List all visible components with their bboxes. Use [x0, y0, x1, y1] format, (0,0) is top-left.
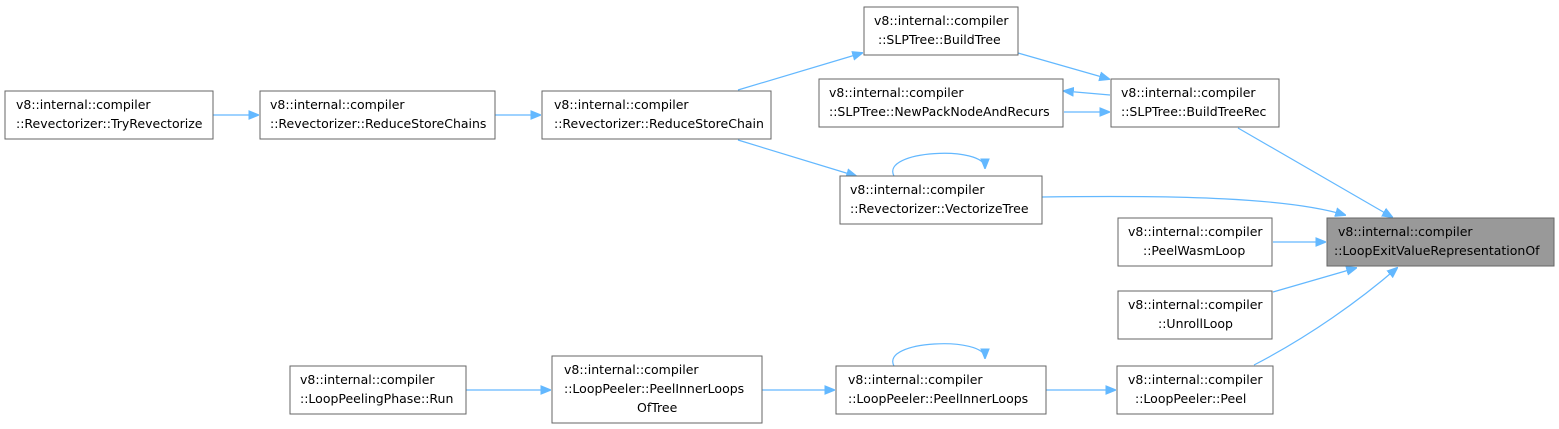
node-loop-exit-value-representation-of[interactable]: v8::internal::compiler ::LoopExitValueRe… [1326, 217, 1555, 267]
edge-buildtree-buildtreerec [1017, 52, 1109, 79]
node-label-line2: ::LoopPeeler::PeelInnerLoops [564, 381, 744, 396]
node-vectorize-tree[interactable]: v8::internal::compiler ::Revectorizer::V… [839, 175, 1043, 225]
node-label-line1: v8::internal::compiler [554, 97, 689, 112]
edges [213, 53, 1397, 390]
node-label-line1: v8::internal::compiler [270, 97, 405, 112]
node-label-line2: ::LoopExitValueRepresentationOf [1334, 243, 1540, 258]
node-label-line2: ::SLPTree::NewPackNodeAndRecurs [829, 104, 1050, 119]
node-label-line2: ::Revectorizer::ReduceStoreChain [554, 116, 764, 131]
node-label-line1: v8::internal::compiler [850, 182, 985, 197]
node-build-tree[interactable]: v8::internal::compiler ::SLPTree::BuildT… [863, 6, 1019, 56]
edge-reducestorechain-buildtree [737, 53, 862, 91]
node-loop-peeling-phase-run[interactable]: v8::internal::compiler ::LoopPeelingPhas… [289, 365, 467, 415]
node-label-line2: ::LoopPeeler::Peel [1135, 391, 1246, 406]
node-label-line1: v8::internal::compiler [1338, 224, 1473, 239]
node-label-line1: v8::internal::compiler [300, 372, 435, 387]
node-new-pack-node-and-recurs[interactable]: v8::internal::compiler ::SLPTree::NewPac… [818, 78, 1064, 128]
node-peel[interactable]: v8::internal::compiler ::LoopPeeler::Pee… [1116, 365, 1274, 415]
node-label-line1: v8::internal::compiler [564, 362, 699, 377]
edge-vectorizetree-self [892, 152, 985, 177]
node-label-line2: ::UnrollLoop [1158, 316, 1233, 331]
node-label-line1: v8::internal::compiler [1128, 297, 1263, 312]
node-label-line1: v8::internal::compiler [1121, 85, 1256, 100]
node-label-line2: ::PeelWasmLoop [1143, 243, 1245, 258]
node-label-line3: OfTree [637, 400, 678, 415]
edge-peelinnerloops-self [892, 343, 985, 367]
node-label-line1: v8::internal::compiler [1128, 372, 1263, 387]
node-reduce-store-chain[interactable]: v8::internal::compiler ::Revectorizer::R… [541, 90, 772, 140]
node-try-revectorize[interactable]: v8::internal::compiler ::Revectorizer::T… [4, 90, 214, 140]
node-label-line1: v8::internal::compiler [874, 13, 1009, 28]
edge-buildtreerec-loopexitvalue [1237, 127, 1392, 217]
node-label-line2: ::SLPTree::BuildTreeRec [1121, 104, 1267, 119]
node-label-line1: v8::internal::compiler [848, 372, 983, 387]
edge-vectorizetree-loopexitvalue [1041, 195, 1345, 215]
node-peel-inner-loops-of-tree[interactable]: v8::internal::compiler ::LoopPeeler::Pee… [551, 355, 763, 424]
edge-unrollloop-loopexitvalue [1272, 268, 1356, 293]
node-label-line1: v8::internal::compiler [16, 97, 151, 112]
node-label-line2: ::Revectorizer::TryRevectorize [16, 116, 203, 131]
edge-buildtreerec-newpacknode [1064, 91, 1111, 95]
node-unroll-loop[interactable]: v8::internal::compiler ::UnrollLoop [1117, 290, 1273, 340]
node-label-line1: v8::internal::compiler [1128, 224, 1263, 239]
node-label-line2: ::Revectorizer::ReduceStoreChains [270, 116, 486, 131]
node-label-line1: v8::internal::compiler [829, 85, 964, 100]
node-label-line2: ::Revectorizer::VectorizeTree [850, 201, 1029, 216]
node-label-line2: ::LoopPeelingPhase::Run [300, 391, 453, 406]
node-label-line2: ::LoopPeeler::PeelInnerLoops [848, 391, 1028, 406]
edge-peel-loopexitvalue [1253, 268, 1397, 366]
node-peel-wasm-loop[interactable]: v8::internal::compiler ::PeelWasmLoop [1117, 217, 1273, 267]
node-reduce-store-chains[interactable]: v8::internal::compiler ::Revectorizer::R… [259, 90, 496, 140]
edge-reducestorechain-vectorizetree [737, 139, 856, 176]
node-label-line2: ::SLPTree::BuildTree [878, 32, 1001, 47]
node-build-tree-rec[interactable]: v8::internal::compiler ::SLPTree::BuildT… [1110, 78, 1280, 128]
node-peel-inner-loops[interactable]: v8::internal::compiler ::LoopPeeler::Pee… [835, 365, 1047, 415]
